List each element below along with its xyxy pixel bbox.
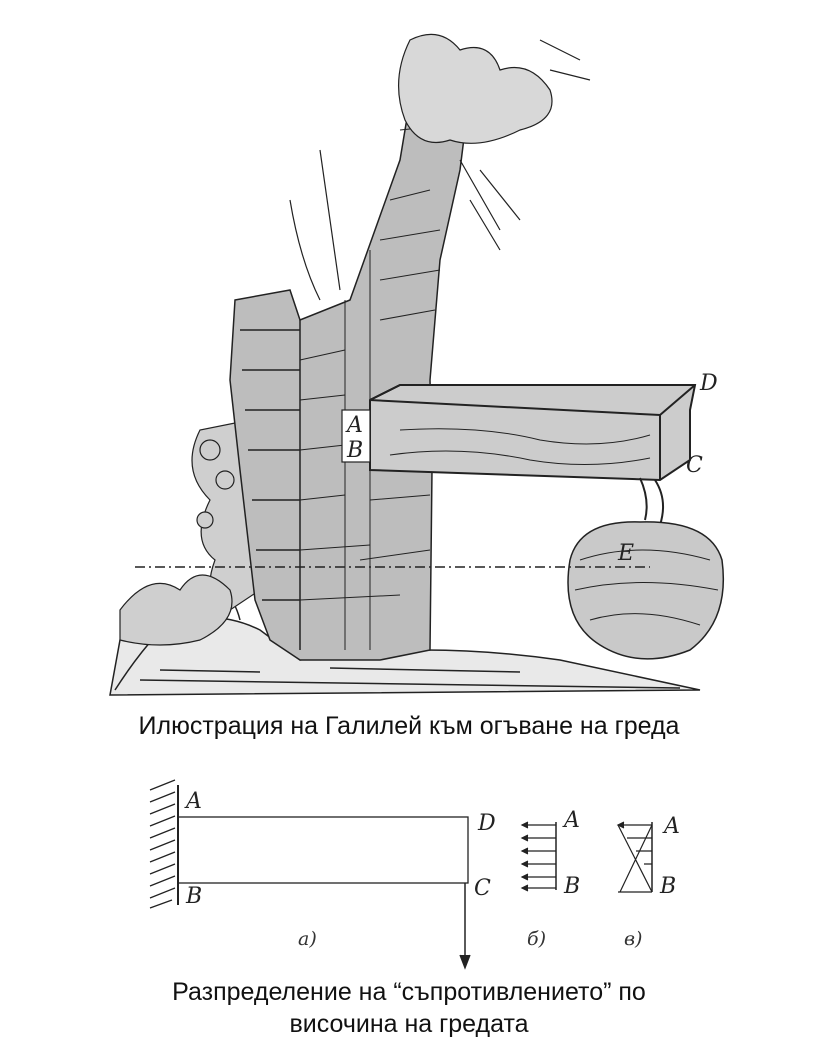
hanging-stone bbox=[567, 477, 725, 660]
illus-label-b: B bbox=[346, 438, 363, 463]
schematic-b-label-a: A bbox=[562, 808, 580, 833]
schematic-v bbox=[616, 821, 653, 893]
foliage-left bbox=[119, 419, 261, 646]
caption-bottom: Разпределение на “съпротивлението” по ви… bbox=[0, 976, 818, 1040]
schematic-a-label-b: B bbox=[185, 884, 202, 909]
schematic-a bbox=[149, 779, 471, 970]
schematic-b-label-b: B bbox=[563, 874, 580, 899]
schematic-b bbox=[520, 821, 557, 892]
illus-label-a: A bbox=[345, 413, 363, 438]
caption-bottom-line2: височина на гредата bbox=[289, 1010, 529, 1038]
schematic-v-label-a: A bbox=[662, 814, 680, 839]
cantilever-beam bbox=[369, 384, 697, 482]
wall-label-box bbox=[341, 409, 371, 463]
illus-label-d: D bbox=[699, 371, 718, 396]
caption-bottom-line1: Разпределение на “съпротивлението” по bbox=[172, 978, 646, 1006]
foliage-top bbox=[289, 33, 591, 301]
caption-top: Илюстрация на Галилей към огъване на гре… bbox=[138, 712, 680, 740]
brick-wall bbox=[229, 69, 471, 661]
schematic-a-label-c: C bbox=[474, 876, 491, 901]
illus-label-e: E bbox=[617, 541, 634, 566]
schematic-a-caption: а) bbox=[298, 928, 317, 950]
schematic-a-label-a: A bbox=[184, 789, 202, 814]
schematic-b-caption: б) bbox=[527, 928, 546, 950]
illus-label-c: C bbox=[686, 453, 703, 478]
schematic-v-label-b: B bbox=[659, 874, 676, 899]
schematic-a-label-d: D bbox=[477, 811, 496, 836]
schematic-v-caption: в) bbox=[624, 928, 642, 950]
